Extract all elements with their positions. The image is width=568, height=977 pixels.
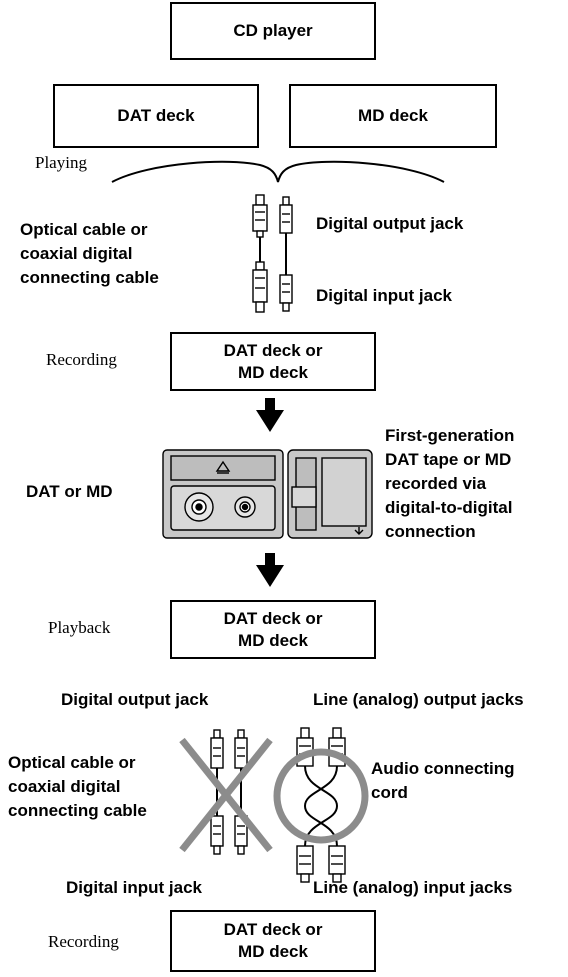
recording-label: Recording [46, 350, 117, 369]
final-deck-line2: MD deck [238, 942, 308, 961]
dat-cassette-icon [162, 449, 284, 539]
playback-deck-box: DAT deck or MD deck [170, 600, 376, 659]
dat-deck-box: DAT deck [53, 84, 259, 148]
first-generation-label: First-generation DAT tape or MD recorded… [385, 426, 515, 541]
digital-input-jack-label-2: Digital input jack [66, 878, 203, 897]
circle-mark [273, 748, 369, 844]
final-deck-line1: DAT deck or [223, 920, 323, 939]
optical-cable-icon [252, 194, 293, 313]
cd-player-label: CD player [233, 21, 313, 40]
recording-deck-box: DAT deck or MD deck [170, 332, 376, 391]
playing-label: Playing [35, 153, 87, 172]
playing-brace [111, 160, 445, 183]
playback-label: Playback [48, 618, 111, 637]
digital-output-jack-label-2: Digital output jack [61, 690, 209, 709]
dat-deck-label: DAT deck [117, 106, 195, 125]
recording-final-label: Recording [48, 932, 119, 951]
cd-player-box: CD player [170, 2, 376, 60]
playback-deck-line1: DAT deck or [223, 608, 323, 628]
md-deck-label: MD deck [358, 106, 428, 125]
prohibited-x-mark [179, 737, 273, 853]
recording-deck-line2: MD deck [238, 362, 308, 382]
md-deck-box: MD deck [289, 84, 497, 148]
optical-cable-label-2: Optical cable or coaxial digital connect… [8, 753, 147, 820]
recording-deck-line1: DAT deck or [223, 340, 323, 360]
digital-output-jack-label-1: Digital output jack [316, 214, 464, 233]
down-arrow-icon [256, 553, 284, 587]
digital-input-jack-label-1: Digital input jack [316, 286, 453, 305]
playback-deck-line2: MD deck [238, 630, 308, 650]
down-arrow-icon [256, 398, 284, 432]
optical-cable-label-1: Optical cable or coaxial digital connect… [20, 220, 159, 287]
final-recording-deck-box: DAT deck or MD deck [170, 910, 376, 972]
line-output-jacks-label: Line (analog) output jacks [313, 690, 524, 709]
dat-or-md-label: DAT or MD [26, 482, 113, 501]
minidisc-icon [287, 449, 373, 539]
audio-connecting-cord-label: Audio connecting cord [371, 759, 515, 802]
optical-cable-icon [210, 729, 248, 855]
line-input-jacks-label: Line (analog) input jacks [313, 878, 513, 897]
